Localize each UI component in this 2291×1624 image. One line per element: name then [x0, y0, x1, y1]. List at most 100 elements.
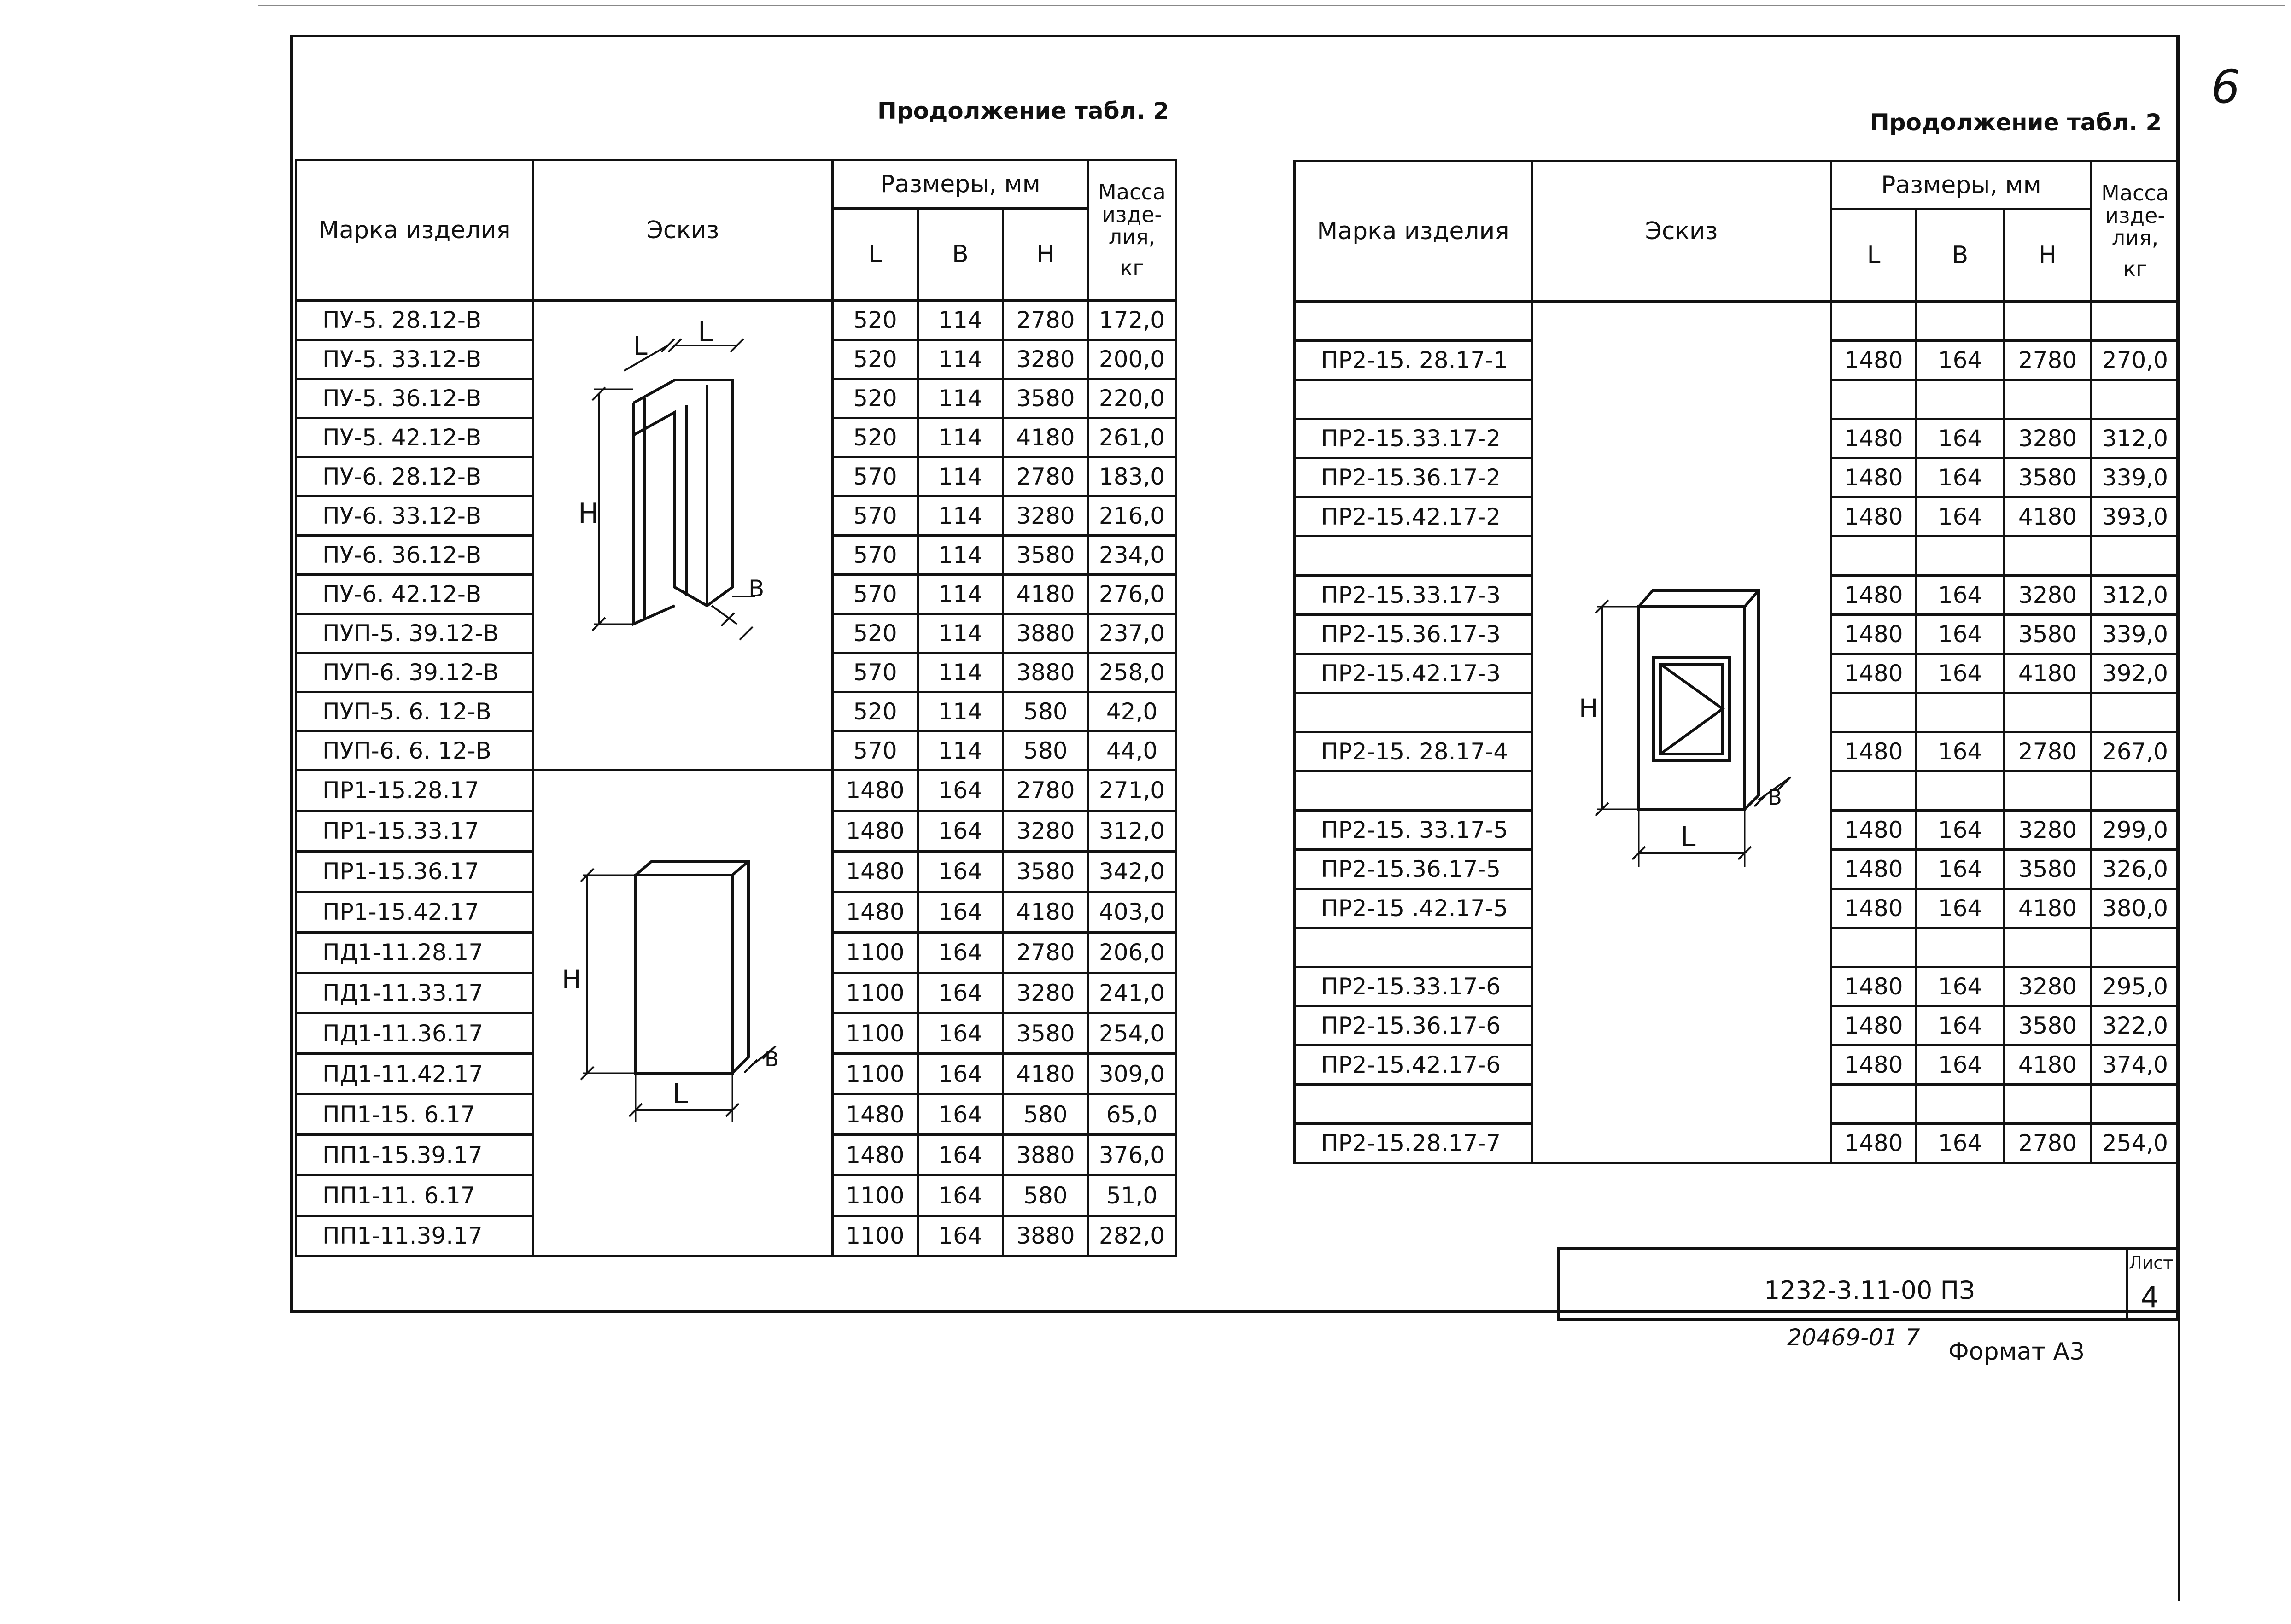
B-cell: 164 — [1915, 613, 2005, 655]
mark-cell: ПУ-5. 36.12-В — [295, 378, 534, 419]
mark-cell: ПУ-5. 33.12-В — [295, 339, 534, 380]
H-cell — [2003, 535, 2092, 577]
window-panel-sketch: HLB — [1579, 589, 1792, 867]
H-cell: 580 — [1002, 1174, 1089, 1217]
mark-cell: ПУП-6. 6. 12-В — [295, 730, 534, 771]
L-cell: 1480 — [1830, 339, 1917, 381]
L-cell: 520 — [831, 339, 919, 380]
H-cell: 3580 — [1002, 534, 1089, 576]
mark-cell — [1293, 692, 1533, 733]
B-cell: 164 — [917, 971, 1004, 1015]
mark-cell: ПУП-5. 6. 12-В — [295, 691, 534, 732]
H-cell: 3280 — [2003, 966, 2092, 1007]
L-cell: 1480 — [1830, 848, 1917, 890]
H-cell: 4180 — [1002, 417, 1089, 458]
dim-H-label: H — [1579, 694, 1598, 723]
H-cell: 2780 — [1002, 299, 1089, 341]
mass-cell: 342,0 — [1087, 850, 1177, 893]
mass-cell: 51,0 — [1087, 1174, 1177, 1217]
H-cell: 580 — [1002, 691, 1089, 732]
B-cell: 114 — [917, 691, 1004, 732]
H-cell: 3880 — [1002, 1133, 1089, 1177]
mass-cell: 206,0 — [1087, 931, 1177, 974]
H-cell — [2003, 927, 2092, 968]
L-cell — [1830, 692, 1917, 733]
mass-cell: 183,0 — [1087, 456, 1177, 497]
right-spec-table: Марка изделия Эскиз Размеры, мм Масса из… — [1293, 160, 2180, 1164]
L-cell: 570 — [831, 652, 919, 693]
L-cell: 1480 — [1830, 966, 1917, 1007]
H-cell: 4180 — [1002, 573, 1089, 615]
mass-cell — [2090, 692, 2180, 733]
L-cell: 1100 — [831, 1214, 919, 1258]
B-cell — [1915, 1083, 2005, 1125]
H-cell: 2780 — [2003, 1122, 2092, 1164]
mass-cell: 220,0 — [1087, 378, 1177, 419]
mass-cell: 312,0 — [1087, 809, 1177, 853]
L-cell: 1480 — [831, 1133, 919, 1177]
L-cell: 1480 — [831, 850, 919, 893]
corner-mark: 6 — [2211, 60, 2240, 114]
mass-cell: 65,0 — [1087, 1093, 1177, 1136]
mark-cell: ПР1-15.36.17 — [295, 850, 534, 893]
mark-cell: ПУП-5. 39.12-В — [295, 613, 534, 654]
L-cell: 1480 — [1830, 496, 1917, 537]
mark-cell: ПР2-15.42.17-3 — [1293, 653, 1533, 694]
L-cell: 1480 — [1830, 574, 1917, 616]
dim-H-label: H — [578, 497, 599, 530]
B-cell: 164 — [917, 769, 1004, 812]
L-cell: 1480 — [1830, 1044, 1917, 1086]
B-cell: 164 — [1915, 966, 2005, 1007]
dim-B-label: B — [748, 575, 764, 602]
B-cell: 114 — [917, 378, 1004, 419]
mass-cell: 403,0 — [1087, 890, 1177, 934]
table-row — [1293, 692, 2180, 733]
mark-cell: ПР2-15.33.17-6 — [1293, 966, 1533, 1007]
mass-cell — [2090, 770, 2180, 812]
mark-cell: ПУ-6. 42.12-В — [295, 573, 534, 615]
L-cell: 1480 — [1830, 888, 1917, 929]
mark-cell: ПР2-15.36.17-2 — [1293, 457, 1533, 498]
B-cell: 164 — [917, 850, 1004, 893]
L-cell — [1830, 379, 1917, 420]
B-cell — [1915, 300, 2005, 342]
document-code: 1232-3.11-00 ПЗ — [1764, 1276, 1975, 1305]
H-cell: 3580 — [1002, 378, 1089, 419]
L-cell: 520 — [831, 417, 919, 458]
mass-header: Масса изде- лия, кг — [2090, 160, 2180, 303]
B-cell: 164 — [1915, 339, 2005, 381]
mark-cell: ПД1-11.28.17 — [295, 931, 534, 974]
mark-cell — [1293, 300, 1533, 342]
mass-cell: 254,0 — [1087, 1012, 1177, 1055]
H-cell — [2003, 770, 2092, 812]
L-cell: 1480 — [1830, 1005, 1917, 1046]
B-header: B — [1915, 208, 2005, 303]
L-header: L — [1830, 208, 1917, 303]
mass-cell: 237,0 — [1087, 613, 1177, 654]
mass-cell: 312,0 — [2090, 574, 2180, 616]
H-cell: 3880 — [1002, 652, 1089, 693]
mark-cell: ПП1-11.39.17 — [295, 1214, 534, 1258]
